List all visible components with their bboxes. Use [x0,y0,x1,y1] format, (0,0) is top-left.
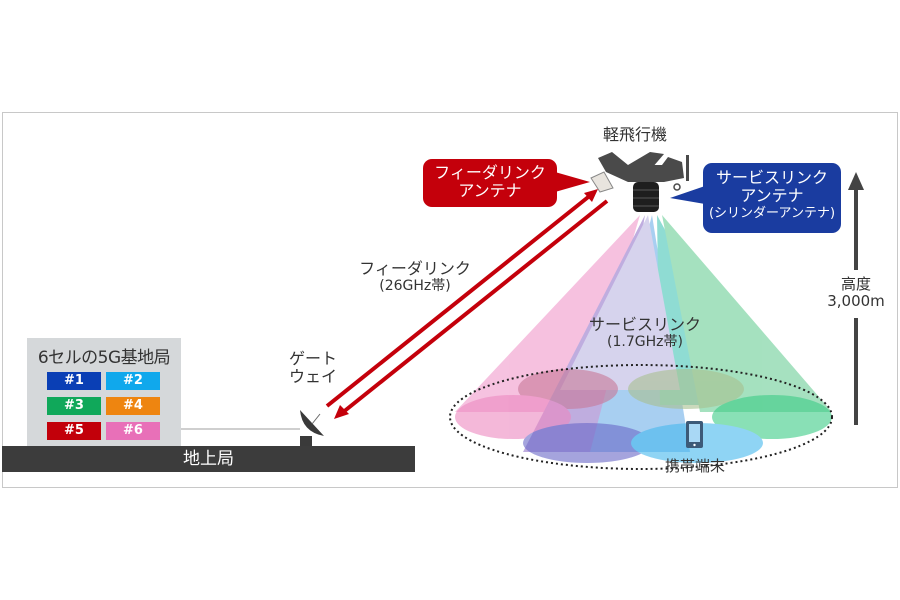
cell-5: #5 [47,422,101,440]
cell-6: #6 [106,422,160,440]
feeder-link-label: フィーダリンク (26GHz帯) [359,259,471,295]
aircraft-label: 軽飛行機 [602,125,667,144]
cylinder-antenna-icon [633,182,659,212]
gateway-label: ゲート ウェイ [289,349,338,387]
ground-station-bar: 地上局 [2,446,415,472]
feeder-antenna-callout: フィーダリンク アンテナ [423,159,557,207]
cell-1: #1 [47,372,101,390]
footprint-purple [523,423,651,463]
cell-3: #3 [47,397,101,415]
base-station-title: 6セルの5G基地局 [37,348,171,368]
aircraft-icon [598,152,689,191]
cell-2: #2 [106,372,160,390]
footprint-pink [455,395,571,439]
cell-4: #4 [106,397,160,415]
footprint-olive [628,369,744,409]
base-station: 6セルの5G基地局 #1 #2 #3 #4 #5 #6 [27,338,181,446]
feeder-link-arrows [325,189,609,419]
beam-green [662,215,832,412]
beam-lavender [560,215,680,390]
service-callout-tail [670,186,705,204]
feeder-callout-tail [555,172,590,192]
service-link-label: サービスリンク (1.7GHz帯) [588,315,701,351]
cell-footprints [455,369,832,463]
phone-icon [686,421,703,448]
gateway-dish-icon [180,410,324,446]
mobile-terminal-label: 携帯端末 [664,457,725,475]
altitude-arrow [848,172,864,425]
service-antenna-callout: サービスリンク アンテナ (シリンダーアンテナ) [703,163,841,233]
coverage-area [449,364,833,470]
footprint-green [712,395,832,439]
feeder-antenna-icon [590,171,614,193]
altitude-label: 高度 3,000m [820,275,892,311]
